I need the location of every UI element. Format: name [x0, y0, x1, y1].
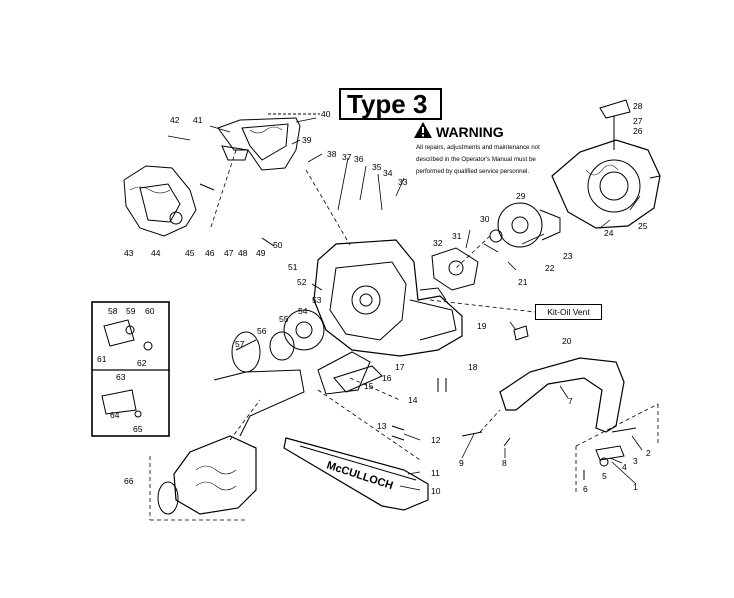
top-handle: [217, 117, 301, 171]
part-number: 26: [633, 126, 643, 136]
warning-text: All repairs, adjustments and maintenance…: [416, 142, 586, 178]
part-number: 4: [622, 462, 627, 472]
part-number: 35: [372, 162, 382, 172]
part-number: 66: [124, 476, 134, 486]
part-number: 23: [563, 251, 573, 261]
guide-bar: [283, 437, 429, 511]
part-number: 65: [133, 424, 143, 434]
part-number: 30: [480, 214, 490, 224]
part-number: 45: [185, 248, 195, 258]
part-number: 51: [288, 262, 298, 272]
part-number: 64: [110, 410, 120, 420]
part-number: 11: [431, 468, 440, 478]
part-number: 14: [408, 395, 418, 405]
part-number: 42: [170, 115, 180, 125]
part-number: 40: [321, 109, 331, 119]
warning-line: All repairs, adjustments and maintenance…: [416, 144, 540, 151]
part-number: 55: [279, 314, 289, 324]
part-number: 16: [382, 373, 392, 383]
part-number-labels: 1 2 3 4 5 6 7 8 9 10 11 12 13 14 15 16 1…: [97, 101, 651, 496]
part-number: 47: [224, 248, 234, 258]
diagram-title: Type 3: [339, 88, 442, 120]
part-number: 20: [562, 336, 572, 346]
part-number: 61: [97, 354, 107, 364]
part-number: 19: [477, 321, 487, 331]
part-number: 54: [298, 306, 308, 316]
part-number: 21: [518, 277, 528, 287]
part-number: 9: [459, 458, 464, 468]
part-number: 7: [568, 396, 573, 406]
part-number: 33: [398, 177, 408, 187]
front-handle: [499, 357, 625, 433]
part-number: 62: [137, 358, 147, 368]
part-number: 56: [257, 326, 267, 336]
part-number: 37: [342, 152, 352, 162]
part-number: 41: [193, 115, 203, 125]
kit-oil-vent-label: Kit-Oil Vent: [535, 304, 602, 320]
part-number: 10: [431, 486, 441, 496]
part-number: 12: [431, 435, 441, 445]
part-number: 32: [433, 238, 443, 248]
part-number: 53: [312, 295, 322, 305]
part-number: 27: [633, 116, 643, 126]
part-number: 13: [377, 421, 387, 431]
part-number: 52: [297, 277, 307, 287]
part-number: 3: [633, 456, 638, 466]
part-number: 31: [452, 231, 462, 241]
part-number: 50: [273, 240, 283, 250]
part-number: 38: [327, 149, 337, 159]
engine-housing: [313, 239, 463, 357]
part-number: 28: [633, 101, 643, 111]
part-number: 2: [646, 448, 651, 458]
part-number: 15: [364, 381, 374, 391]
warning-heading: WARNING: [436, 124, 504, 140]
part-number: 22: [545, 263, 555, 273]
part-number: 1: [633, 482, 638, 492]
warning-triangle-icon: [414, 122, 432, 138]
part-number: 48: [238, 248, 248, 258]
part-number: 46: [205, 248, 215, 258]
rear-handle: [123, 165, 197, 237]
part-number: 34: [383, 168, 393, 178]
part-number: 63: [116, 372, 126, 382]
ignition-module: [431, 247, 479, 291]
part-number: 44: [151, 248, 161, 258]
clutch-drum: [497, 202, 543, 248]
part-number: 18: [468, 362, 478, 372]
warning-line: described in the Operator's Manual must …: [416, 156, 536, 163]
part-number: 17: [395, 362, 405, 372]
part-number: 57: [235, 339, 245, 349]
starter-housing: [551, 139, 661, 229]
part-number: 5: [602, 471, 607, 481]
warning-line: performed by qualified service personnel…: [416, 168, 530, 175]
part-number: 25: [638, 221, 648, 231]
part-number: 49: [256, 248, 266, 258]
part-number: 43: [124, 248, 134, 258]
part-number: 6: [583, 484, 588, 494]
kit-inset-box: [91, 301, 170, 437]
part-number: 39: [302, 135, 312, 145]
part-number: 8: [502, 458, 507, 468]
part-number: 29: [516, 191, 526, 201]
part-number: 58: [108, 306, 118, 316]
part-number: 59: [126, 306, 136, 316]
side-cover: [173, 435, 257, 515]
part-number: 24: [604, 228, 614, 238]
part-number: 60: [145, 306, 155, 316]
part-number: 36: [354, 154, 364, 164]
